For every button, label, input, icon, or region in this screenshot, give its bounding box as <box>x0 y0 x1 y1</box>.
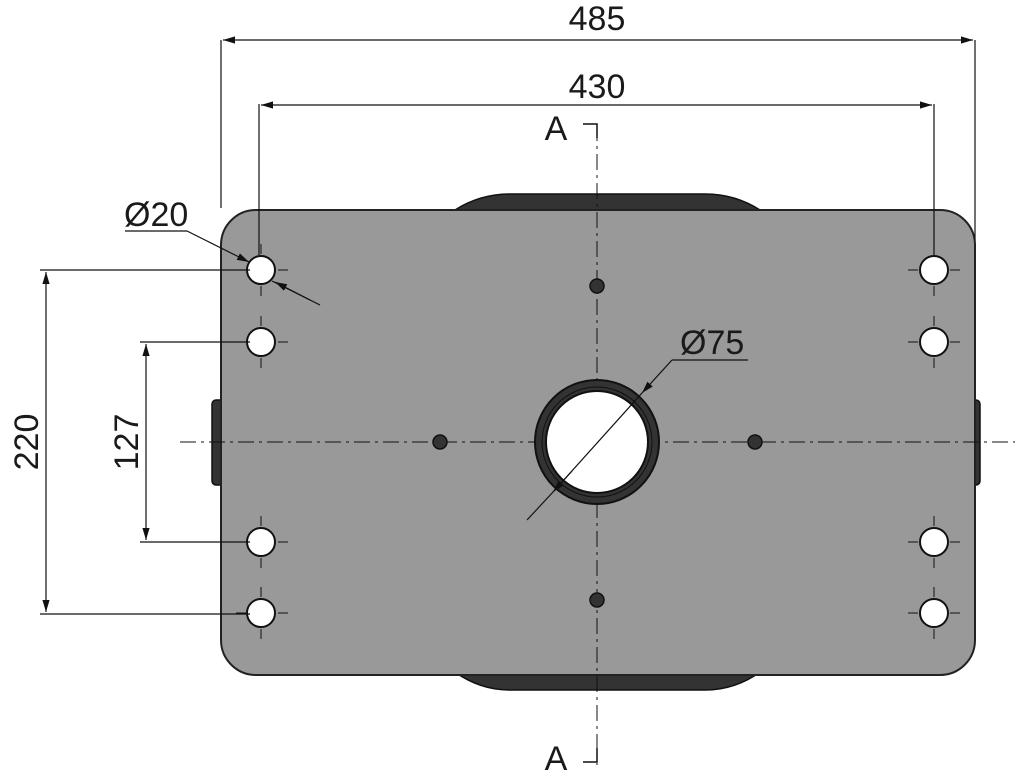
pin-hole <box>589 278 605 294</box>
mounting-hole <box>919 527 949 557</box>
center-bore <box>545 390 649 494</box>
center-bore-ring-inner <box>541 386 653 498</box>
mounting-hole <box>919 327 949 357</box>
mounting-hole <box>246 327 276 357</box>
dim-430: 430 <box>569 68 626 106</box>
section-marker-bottom <box>583 748 598 763</box>
pin-holes <box>432 278 763 608</box>
mounting-hole <box>246 255 276 285</box>
dim-485: 485 <box>569 0 626 38</box>
section-marker-top <box>583 123 598 138</box>
dim-hole-diameter: Ø20 <box>124 196 188 234</box>
mounting-hole <box>246 527 276 557</box>
mounting-hole <box>919 255 949 285</box>
section-label-top: A <box>545 110 568 148</box>
pin-hole <box>747 434 763 450</box>
dim-bore-diameter: Ø75 <box>680 324 744 362</box>
mounting-hole <box>919 598 949 628</box>
dim-220: 220 <box>8 414 46 471</box>
section-label-bottom: A <box>545 740 568 777</box>
pin-hole <box>589 592 605 608</box>
mounting-hole <box>246 598 276 628</box>
dim-127: 127 <box>108 414 146 471</box>
pin-hole <box>432 434 448 450</box>
mounting-holes <box>246 255 949 628</box>
